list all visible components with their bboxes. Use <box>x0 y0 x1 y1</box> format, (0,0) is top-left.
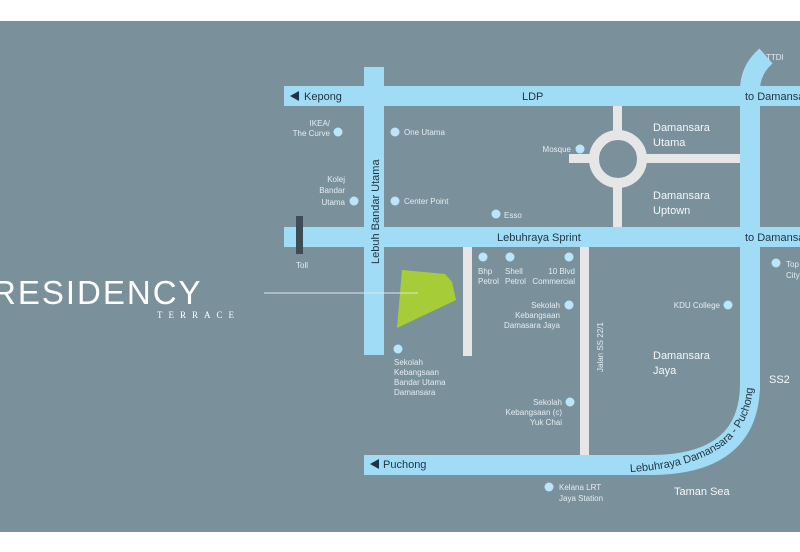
label-bandar-utama: Lebuh Bandar Utama <box>370 159 382 264</box>
poi-blvd-1: 10 Blvd <box>548 267 575 276</box>
road-ldp <box>284 86 800 106</box>
poi-kelana-2: Jaya Station <box>559 494 603 503</box>
poi-dot-ikea[interactable] <box>333 127 343 137</box>
road-ldp-east <box>740 48 773 390</box>
poi-ikea-1: IKEA/ <box>310 119 331 128</box>
poi-top-city-2: City <box>786 271 800 280</box>
poi-sk-bu-4: Damansara <box>394 388 436 397</box>
poi-shell-1: Shell <box>505 267 523 276</box>
poi-sk-dj-2: Kebangsaan <box>515 311 560 320</box>
poi-dot-kolej[interactable] <box>349 196 359 206</box>
site-location[interactable] <box>397 270 456 328</box>
label-ttdi: TTDI <box>766 53 784 62</box>
poi-dot-sk-bu[interactable] <box>393 344 403 354</box>
area-taman-sea: Taman Sea <box>674 486 731 498</box>
local-road-roundabout-horizontal <box>569 154 741 163</box>
label-puchong: Puchong <box>383 459 426 471</box>
poi-esso: Esso <box>504 211 522 220</box>
poi-kolej-1: Kolej <box>327 175 345 184</box>
poi-dot-kelana[interactable] <box>544 482 554 492</box>
poi-sk-bu-3: Bandar Utama <box>394 378 446 387</box>
area-damansara-utama-2: Utama <box>653 137 686 149</box>
road-ldp-puchong-curve <box>649 379 761 475</box>
roundabout-center <box>599 140 637 178</box>
poi-sk-yc-1: Sekolah <box>533 398 562 407</box>
local-road-bhp <box>463 246 472 356</box>
arrow-left-icon <box>370 459 379 469</box>
label-ss22: Jalan SS 22/1 <box>596 322 605 372</box>
poi-bhp-2: Petrol <box>478 277 499 286</box>
area-damansara-utama-1: Damansara <box>653 122 711 134</box>
poi-sk-bu-1: Sekolah <box>394 358 423 367</box>
area-damansara-jaya-2: Jaya <box>653 365 677 377</box>
poi-markers <box>333 127 781 492</box>
highways <box>284 48 800 475</box>
roundabout <box>589 130 647 188</box>
poi-bhp-1: Bhp <box>478 267 493 276</box>
poi-one-utama: One Utama <box>404 128 445 137</box>
poi-dot-mosque[interactable] <box>575 144 585 154</box>
local-road-ss22 <box>580 246 589 456</box>
poi-mosque: Mosque <box>543 145 572 154</box>
poi-shell-2: Petrol <box>505 277 526 286</box>
poi-kolej-3: Utama <box>321 198 345 207</box>
poi-dot-bhp[interactable] <box>478 252 488 262</box>
poi-ikea-2: The Curve <box>293 129 331 138</box>
brand-subtitle: TERRACE <box>157 310 240 320</box>
label-kepong: Kepong <box>304 91 342 103</box>
area-ss2: SS2 <box>769 374 790 386</box>
label-to-damansara-top: to Damansara <box>745 91 800 103</box>
poi-dot-center-point[interactable] <box>390 196 400 206</box>
poi-dot-top-city[interactable] <box>771 258 781 268</box>
poi-dot-blvd[interactable] <box>564 252 574 262</box>
poi-kelana-1: Kelana LRT <box>559 483 601 492</box>
road-sprint <box>284 227 800 247</box>
poi-center-point: Center Point <box>404 197 449 206</box>
poi-dot-sk-dj[interactable] <box>564 300 574 310</box>
arrow-left-icon <box>290 91 299 101</box>
area-damansara-uptown-2: Uptown <box>653 205 690 217</box>
poi-sk-yc-3: Yuk Chai <box>530 418 562 427</box>
poi-dot-shell[interactable] <box>505 252 515 262</box>
poi-kdu: KDU College <box>674 301 721 310</box>
poi-dot-esso[interactable] <box>491 209 501 219</box>
road-bandar-utama <box>364 67 384 355</box>
poi-dot-sk-yc[interactable] <box>565 397 575 407</box>
toll-gate <box>296 216 303 254</box>
poi-sk-bu-2: Kebangsaan <box>394 368 439 377</box>
poi-labels: IKEA/ The Curve One Utama Mosque Kolej B… <box>293 119 800 503</box>
label-sprint: Lebuhraya Sprint <box>497 232 581 244</box>
poi-sk-dj-3: Damasara Jaya <box>504 321 561 330</box>
area-damansara-uptown-1: Damansara <box>653 190 711 202</box>
brand-name: RESIDENCY <box>0 274 203 311</box>
poi-dot-one-utama[interactable] <box>390 127 400 137</box>
poi-dot-kdu[interactable] <box>723 300 733 310</box>
label-ldp: LDP <box>522 91 543 103</box>
poi-sk-yc-2: Kebangsaan (c) <box>506 408 563 417</box>
poi-sk-dj-1: Sekolah <box>531 301 560 310</box>
local-roads <box>463 105 741 456</box>
road-puchong <box>364 455 654 475</box>
poi-kolej-2: Bandar <box>319 186 345 195</box>
toll-label: Toll <box>296 261 308 270</box>
map-background <box>0 21 800 532</box>
poi-blvd-2: Commercial <box>532 277 575 286</box>
poi-top-city-1: Top <box>786 260 799 269</box>
label-to-damansara-mid: to Damansara <box>745 232 800 244</box>
area-damansara-jaya-1: Damansara <box>653 350 711 362</box>
